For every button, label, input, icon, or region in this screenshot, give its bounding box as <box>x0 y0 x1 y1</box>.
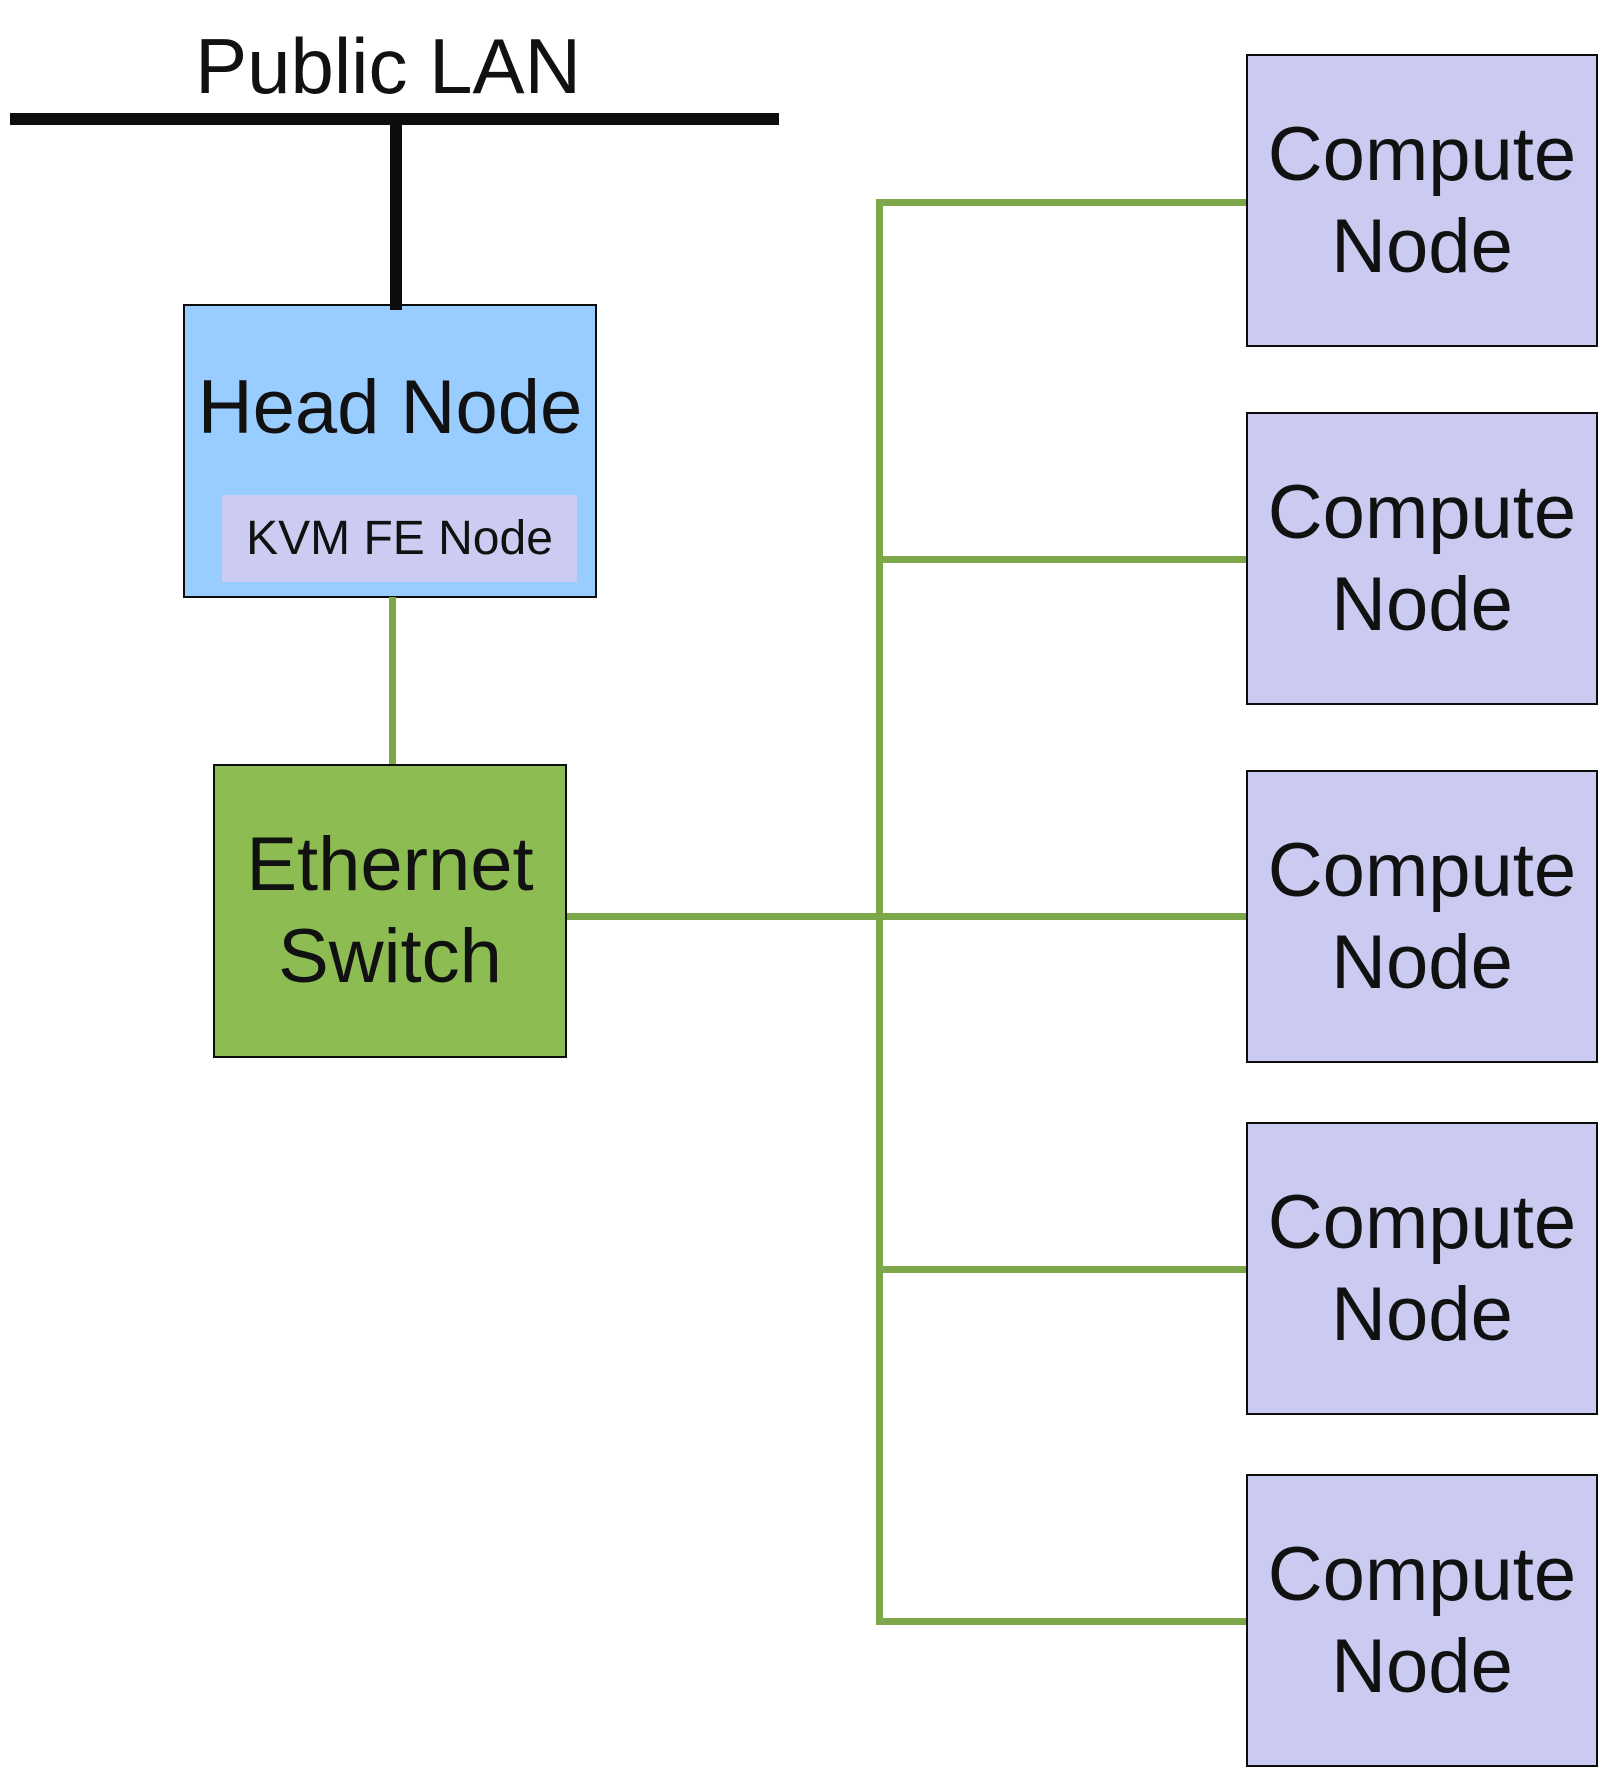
kvm-fe-node-label: KVM FE Node <box>246 512 553 565</box>
head-node-label: Head Node <box>197 365 583 450</box>
public-lan-label: Public LAN <box>195 22 581 110</box>
compute-node-label: Compute Node <box>1267 111 1577 289</box>
compute-node-box-1: Compute Node <box>1246 54 1598 347</box>
switch-to-trunk-line <box>565 913 1246 920</box>
ethernet-switch-box: Ethernet Switch <box>213 764 567 1058</box>
compute-node-label: Compute Node <box>1267 469 1577 647</box>
branch-line-1 <box>876 199 1246 206</box>
compute-node-label: Compute Node <box>1267 827 1577 1005</box>
ethernet-switch-label: Ethernet Switch <box>246 822 534 999</box>
branch-line-2 <box>876 556 1246 563</box>
cluster-trunk-line <box>876 199 883 1625</box>
compute-node-box-5: Compute Node <box>1246 1474 1598 1767</box>
compute-node-label: Compute Node <box>1267 1531 1577 1709</box>
branch-line-4 <box>876 1266 1246 1273</box>
public-lan-drop-line <box>390 113 402 310</box>
compute-node-box-4: Compute Node <box>1246 1122 1598 1415</box>
compute-node-box-2: Compute Node <box>1246 412 1598 705</box>
compute-node-box-3: Compute Node <box>1246 770 1598 1063</box>
branch-line-5 <box>876 1618 1246 1625</box>
kvm-fe-node-box: KVM FE Node <box>222 495 577 582</box>
head-node-box: Head Node KVM FE Node <box>183 304 597 598</box>
head-to-switch-line <box>389 597 396 765</box>
compute-node-label: Compute Node <box>1267 1179 1577 1357</box>
